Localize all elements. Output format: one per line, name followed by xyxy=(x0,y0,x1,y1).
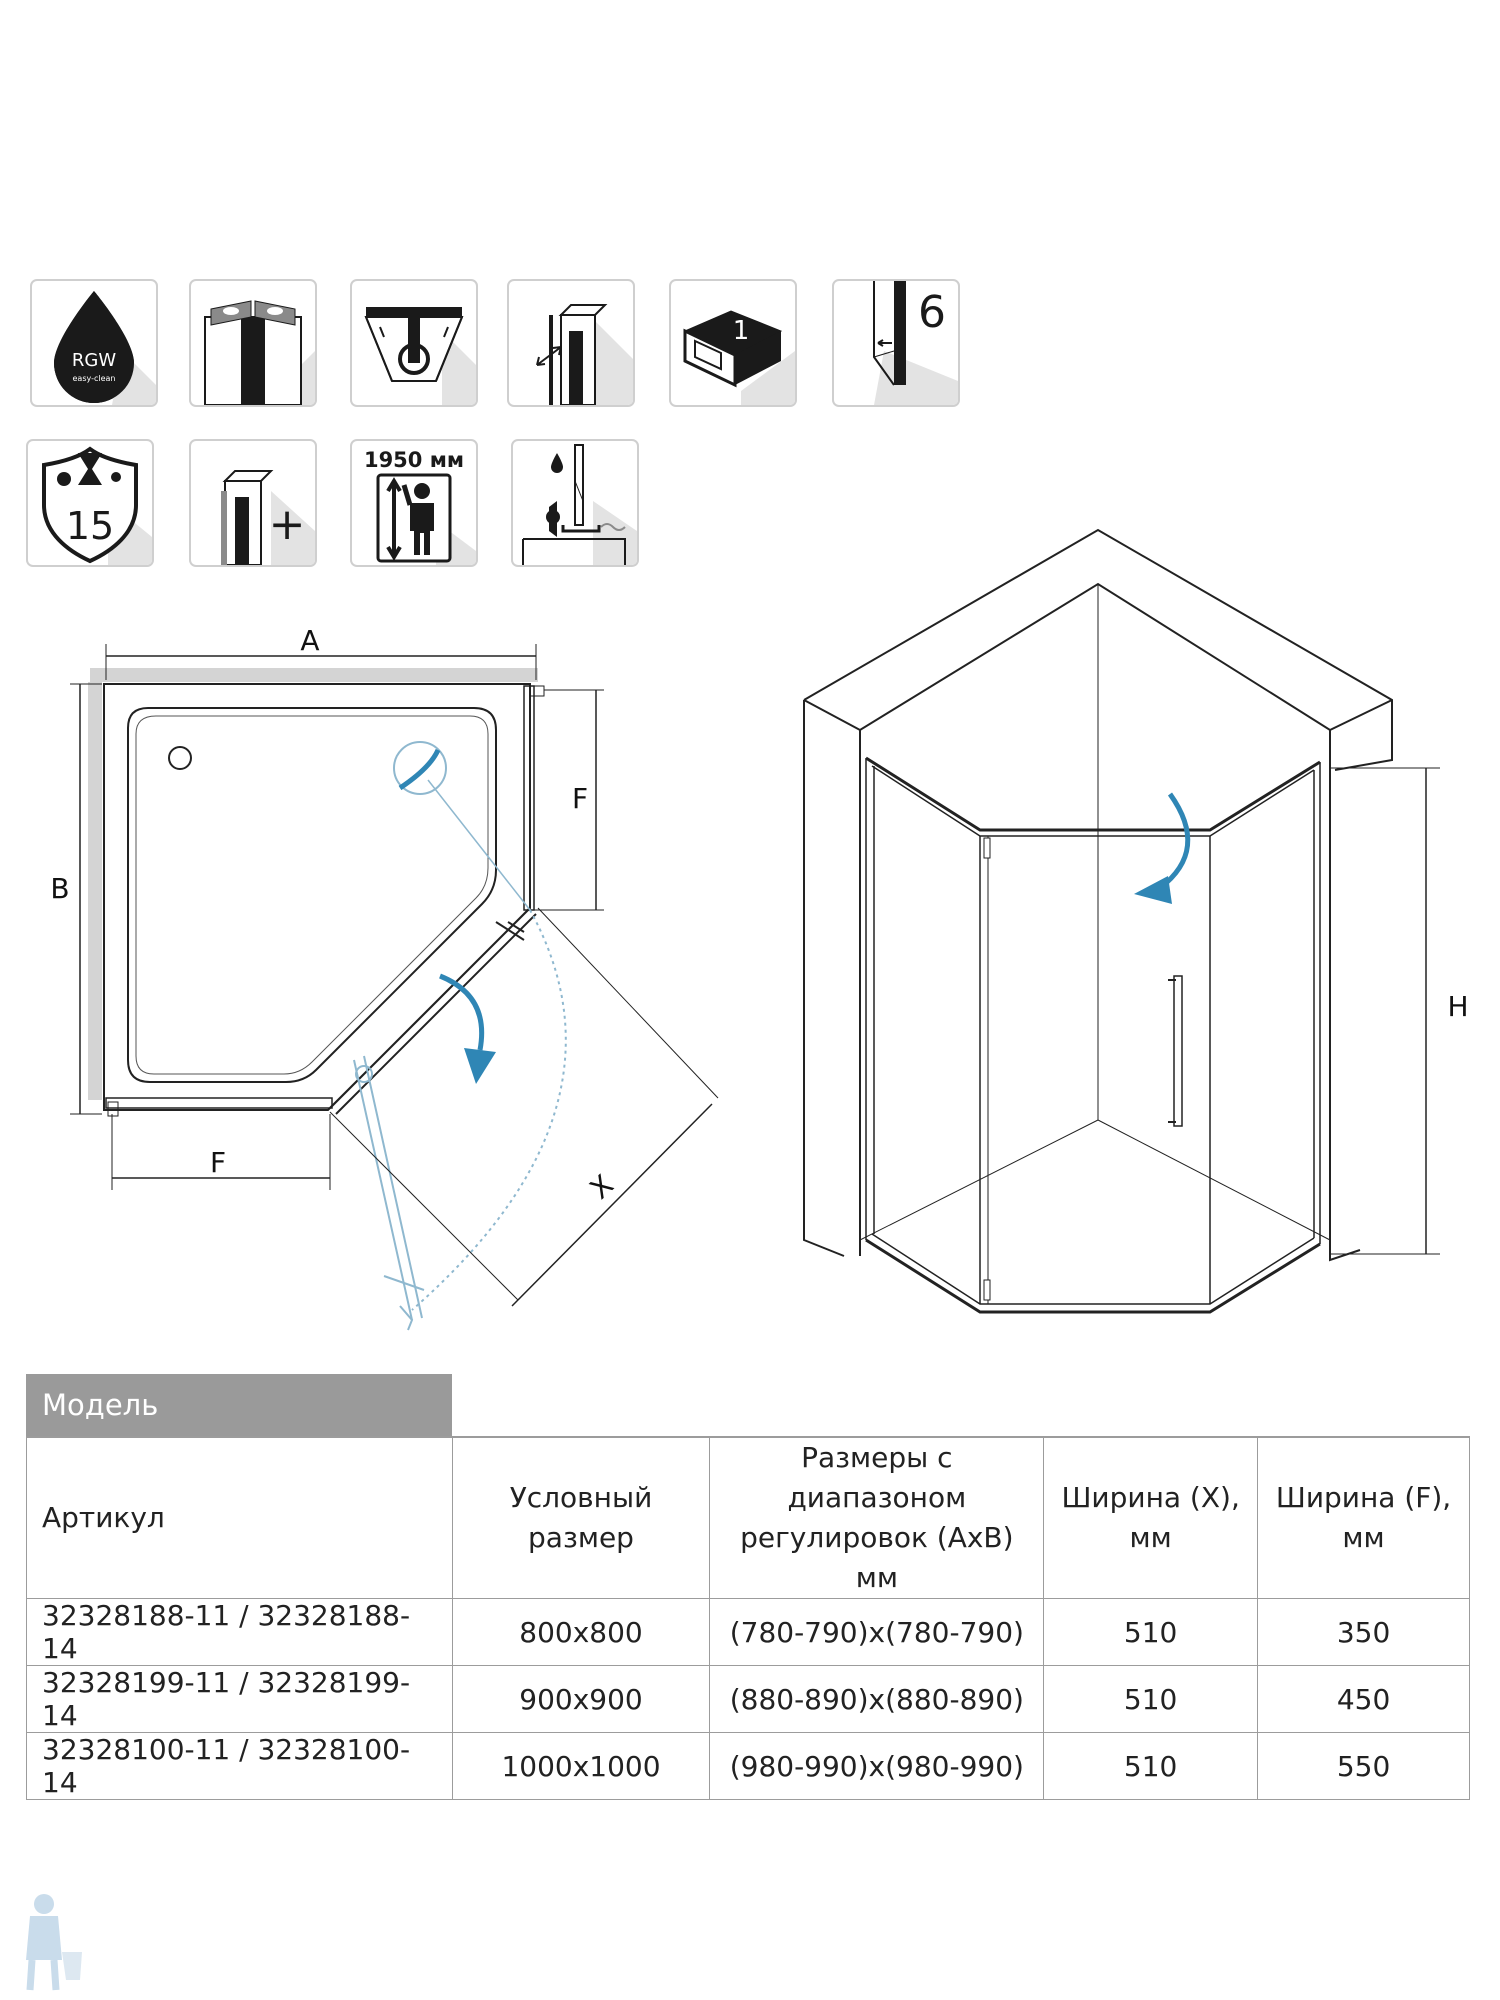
header-width-f-text: Ширина (F), мм xyxy=(1275,1481,1452,1554)
warranty-years-label: 15 xyxy=(66,504,114,548)
door-swing-arrow-icon xyxy=(439,973,496,1084)
height-1950-icon: 1950 мм xyxy=(350,439,478,567)
table-row: 32328100-11 / 32328100-14 1000x1000 (980… xyxy=(26,1732,1470,1800)
dimension-f-bottom: F xyxy=(111,1114,331,1190)
cell-nominal-size: 1000x1000 xyxy=(451,1732,711,1800)
dimension-h: H xyxy=(1330,767,1469,1255)
cell-width-x: 510 xyxy=(1043,1732,1259,1800)
cell-article: 32328188-11 / 32328188-14 xyxy=(26,1598,453,1666)
header-width-f: Ширина (F), мм xyxy=(1257,1436,1470,1599)
spec-table: Артикул Условный размер Размеры с диапаз… xyxy=(26,1436,1470,1800)
glass-thickness-icon: 6 xyxy=(832,279,960,407)
dimension-b: B xyxy=(50,683,102,1115)
cell-width-f: 350 xyxy=(1257,1598,1470,1666)
dimension-x: X xyxy=(329,907,719,1307)
cell-nominal-size: 900x900 xyxy=(451,1665,711,1733)
cell-article: 32328100-11 / 32328100-14 xyxy=(26,1732,453,1800)
height-value-label: 1950 мм xyxy=(364,448,464,472)
plumber-mascot-logo-icon xyxy=(26,1894,82,1991)
warranty-15-years-icon: 15 xyxy=(26,439,154,567)
table-header-row: Артикул Условный размер Размеры с диапаз… xyxy=(26,1436,1470,1599)
cell-adjust-range: (880-890)x(880-890) xyxy=(709,1665,1045,1733)
label-b: B xyxy=(50,872,69,905)
magnetic-seal-profile-icon xyxy=(189,279,317,407)
water-seal-tray-icon xyxy=(511,439,639,567)
easy-clean-label: easy-clean xyxy=(73,374,116,383)
cell-width-x: 510 xyxy=(1043,1665,1259,1733)
header-nominal-size: Условный размер xyxy=(451,1436,711,1599)
header-nominal-size-text: Условный размер xyxy=(509,1481,653,1554)
table-row: 32328188-11 / 32328188-14 800x800 (780-7… xyxy=(26,1598,1470,1666)
label-x: X xyxy=(583,1168,619,1205)
label-f-right: F xyxy=(572,782,588,815)
cell-width-x: 510 xyxy=(1043,1598,1259,1666)
cell-adjust-range: (980-990)x(980-990) xyxy=(709,1732,1045,1800)
header-adjust-range: Размеры с диапазоном регулировок (AxB) м… xyxy=(709,1436,1045,1599)
open-door-outline xyxy=(353,741,567,1331)
door-open-arrow-icon xyxy=(1134,792,1191,904)
plus-label: + xyxy=(269,499,306,550)
header-width-x-text: Ширина (X), мм xyxy=(1061,1481,1240,1554)
cell-adjust-range: (780-790)x(780-790) xyxy=(709,1598,1045,1666)
label-a: A xyxy=(300,624,319,657)
rgw-label: RGW xyxy=(72,350,116,371)
door-hinge-detail-icon xyxy=(350,279,478,407)
elevation-view-drawing: H xyxy=(803,528,1469,1314)
extension-profile-icon: + xyxy=(189,439,317,567)
single-package-box-icon: 1 xyxy=(669,279,797,407)
cell-width-f: 450 xyxy=(1257,1665,1470,1733)
dimension-a: A xyxy=(105,624,537,680)
thickness-label: 6 xyxy=(918,287,946,338)
header-width-x: Ширина (X), мм xyxy=(1043,1436,1259,1599)
cell-article: 32328199-11 / 32328199-14 xyxy=(26,1665,453,1733)
cell-width-f: 550 xyxy=(1257,1732,1470,1800)
header-adjust-range-text: Размеры с диапазоном регулировок (AxB) м… xyxy=(740,1441,1014,1594)
adjustable-wall-profile-icon xyxy=(507,279,635,407)
rgw-easy-clean-icon: RGW easy-clean xyxy=(30,279,158,407)
label-h: H xyxy=(1447,990,1468,1023)
model-section-header: Модель xyxy=(26,1374,452,1436)
header-article: Артикул xyxy=(26,1436,453,1599)
box-count-label: 1 xyxy=(733,316,750,346)
table-row: 32328199-11 / 32328199-14 900x900 (880-8… xyxy=(26,1665,1470,1733)
cell-nominal-size: 800x800 xyxy=(451,1598,711,1666)
plan-view-drawing: A B F F xyxy=(50,624,719,1331)
dimension-f-right: F xyxy=(530,689,604,911)
label-f-bottom: F xyxy=(210,1146,226,1179)
